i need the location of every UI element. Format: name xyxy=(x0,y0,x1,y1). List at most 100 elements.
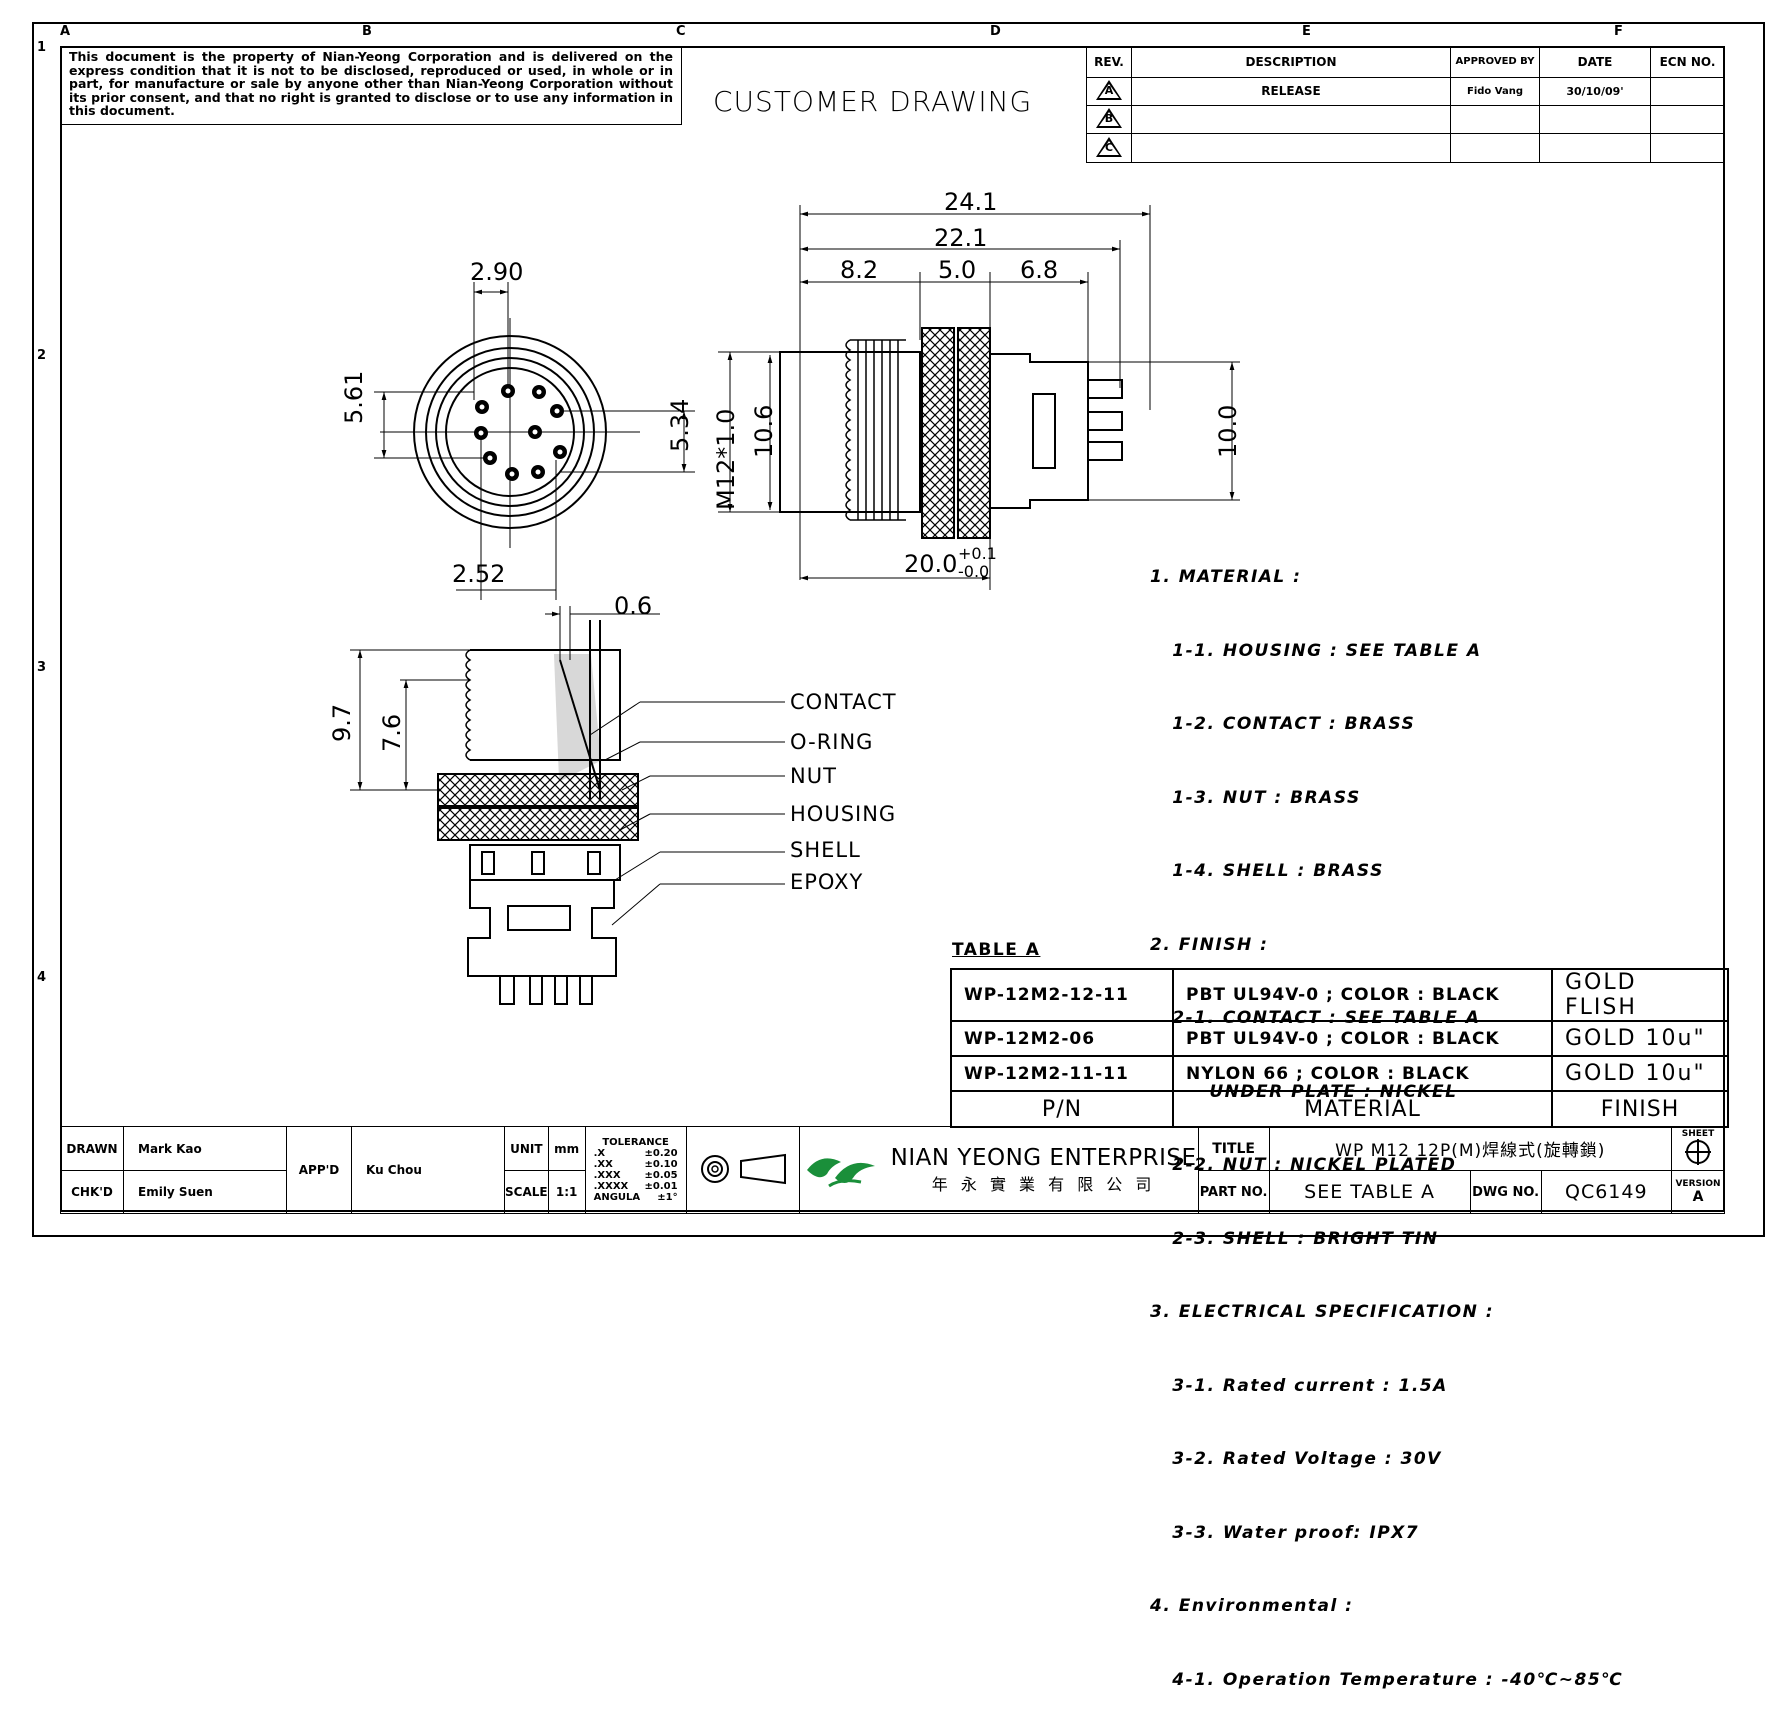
side-view xyxy=(718,205,1240,590)
table-a: WP-12M2-12-11 PBT UL94V-0 ; COLOR : BLAC… xyxy=(950,968,1729,1128)
sheet-label: SHEET xyxy=(1681,1129,1715,1139)
scale-value: 1:1 xyxy=(547,1170,586,1214)
part-value: SEE TABLE A xyxy=(1268,1170,1471,1214)
table-row: WP-12M2-06 PBT UL94V-0 ; COLOR : BLACK G… xyxy=(950,1020,1729,1057)
dim-thread-spec: M12*1.0 xyxy=(712,408,740,510)
drawing-heading: CUSTOMER DRAWING xyxy=(713,85,1033,118)
rev-description xyxy=(1131,133,1451,163)
table-row: WP-12M2-12-11 PBT UL94V-0 ; COLOR : BLAC… xyxy=(950,968,1729,1022)
revision-table: REV. DESCRIPTION APPROVED BY DATE ECN NO… xyxy=(1086,46,1725,163)
callout-o-ring: O-RING xyxy=(790,730,874,754)
zone-row-3: 3 xyxy=(37,660,47,675)
company-name-en: NIAN YEONG ENTERPRISE xyxy=(890,1145,1197,1171)
spec-line: 1-1. HOUSING : SEE TABLE A xyxy=(1150,640,1482,661)
tolerance-row: .XXXX±0.01 xyxy=(593,1181,678,1192)
table-header-finish: FINISH xyxy=(1551,1090,1729,1128)
spec-line: 1-2. CONTACT : BRASS xyxy=(1150,714,1416,734)
dim-length-2: 22.1 xyxy=(934,224,988,252)
table-finish: GOLD FLISH xyxy=(1551,968,1729,1022)
drawn-label: DRAWN xyxy=(60,1126,124,1171)
tolerance-row: ANGULA±1° xyxy=(593,1192,678,1203)
dim-section-inner-height: 7.6 xyxy=(378,713,406,752)
table-row: WP-12M2-11-11 NYLON 66 ; COLOR : BLACK G… xyxy=(950,1055,1729,1092)
part-label: PART NO. xyxy=(1197,1170,1270,1214)
zone-col-b: B xyxy=(362,24,372,39)
zone-col-f: F xyxy=(1614,24,1623,39)
version-label: VERSION xyxy=(1675,1179,1721,1189)
spec-line: 2-3. SHELL : BRIGHT TIN xyxy=(1150,1228,1439,1249)
dim-body-height: 10.0 xyxy=(1214,404,1242,458)
zone-row-1: 1 xyxy=(37,40,47,55)
dim-thread-length: 8.2 xyxy=(840,256,879,284)
tolerance-block: TOLERANCE .X±0.20 .XX±0.10 .XXX±0.05 .XX… xyxy=(584,1126,687,1214)
tolerance-row: .XXX±0.05 xyxy=(593,1170,678,1181)
rev-header-approved: APPROVED BY xyxy=(1450,46,1540,78)
callout-housing: HOUSING xyxy=(790,802,897,826)
title-value: WP M12 12P(M)焊線式(旋轉鎖) xyxy=(1268,1126,1673,1171)
title-block: DRAWN Mark Kao APP'D Ku Chou UNIT mm TOL… xyxy=(60,1126,1725,1214)
revision-triangle-icon: A xyxy=(1096,79,1122,100)
table-header-material: MATERIAL xyxy=(1172,1090,1553,1128)
scale-label: SCALE xyxy=(504,1170,549,1214)
company-block: NIAN YEONG ENTERPRISE 年 永 實 業 有 限 公 司 xyxy=(798,1126,1199,1214)
confidentiality-notice: This document is the property of Nian-Ye… xyxy=(60,46,682,125)
rev-header-rev: REV. xyxy=(1086,46,1132,78)
dim-front-left-height: 5.61 xyxy=(340,370,368,424)
dim-front-bottom-offset: 2.52 xyxy=(452,560,506,588)
tolerance-row: .X±0.20 xyxy=(593,1148,678,1159)
dim-body-length: 6.8 xyxy=(1020,256,1059,284)
rev-approved-by xyxy=(1450,133,1540,163)
tolerance-title: TOLERANCE xyxy=(602,1137,669,1148)
rev-date: 30/10/09' xyxy=(1539,76,1651,107)
drawn-by: Mark Kao xyxy=(123,1126,287,1171)
table-material: PBT UL94V-0 ; COLOR : BLACK xyxy=(1172,1020,1553,1057)
zone-col-a: A xyxy=(60,24,71,39)
rev-header-ecn: ECN NO. xyxy=(1650,46,1725,78)
dim-nut-length: 5.0 xyxy=(938,256,977,284)
zone-row-4: 4 xyxy=(37,970,47,985)
rev-ecn xyxy=(1650,76,1725,107)
callout-shell: SHELL xyxy=(790,838,861,862)
projection-symbol xyxy=(685,1126,800,1214)
zone-row-2: 2 xyxy=(37,348,47,363)
rev-row: C xyxy=(1086,133,1725,163)
revision-triangle-icon: B xyxy=(1096,108,1122,129)
rev-date xyxy=(1539,133,1651,163)
rev-header-date: DATE xyxy=(1539,46,1651,78)
dim-section-gap: 0.6 xyxy=(614,592,653,620)
rev-date xyxy=(1539,104,1651,135)
dim-main-dia: 20.0 xyxy=(904,550,958,578)
front-view xyxy=(374,282,695,600)
dim-pin-pitch: 2.90 xyxy=(470,258,524,286)
technical-drawing xyxy=(350,205,1240,1005)
version-value: A xyxy=(1692,1189,1704,1205)
spec-line: 4. Environmental : xyxy=(1150,1596,1354,1616)
table-finish: GOLD 10u" xyxy=(1551,1020,1729,1057)
rev-approved-by: Fido Vang xyxy=(1450,76,1540,107)
company-name-cn: 年 永 實 業 有 限 公 司 xyxy=(931,1175,1156,1194)
table-material: NYLON 66 ; COLOR : BLACK xyxy=(1172,1055,1553,1092)
dim-tol-minus: -0.0 xyxy=(958,562,990,581)
table-header-pn: P/N xyxy=(950,1090,1174,1128)
appd-by: Ku Chou xyxy=(351,1126,505,1214)
rev-description xyxy=(1131,104,1451,135)
zone-col-c: C xyxy=(676,24,686,39)
unit-value: mm xyxy=(547,1126,586,1171)
rev-ecn xyxy=(1650,104,1725,135)
spec-line: 3-2. Rated Voltage : 30V xyxy=(1150,1449,1442,1469)
rev-ecn xyxy=(1650,133,1725,163)
table-pn: WP-12M2-11-11 xyxy=(950,1055,1174,1092)
spec-line: 1-4. SHELL : BRASS xyxy=(1150,861,1384,881)
dim-tol-plus: +0.1 xyxy=(958,544,997,563)
dwg-value: QC6149 xyxy=(1540,1170,1673,1214)
spec-line: 3-1. Rated current : 1.5A xyxy=(1150,1375,1448,1396)
callout-nut: NUT xyxy=(790,764,837,788)
dwg-label: DWG NO. xyxy=(1469,1170,1542,1214)
rev-row: B xyxy=(1086,104,1725,135)
zone-col-e: E xyxy=(1302,24,1311,39)
appd-label: APP'D xyxy=(286,1126,352,1214)
tolerance-row: .XX±0.10 xyxy=(593,1159,678,1170)
sheet-border xyxy=(32,22,1765,1237)
zone-col-d: D xyxy=(990,24,1001,39)
chkd-label: CHK'D xyxy=(60,1170,124,1214)
